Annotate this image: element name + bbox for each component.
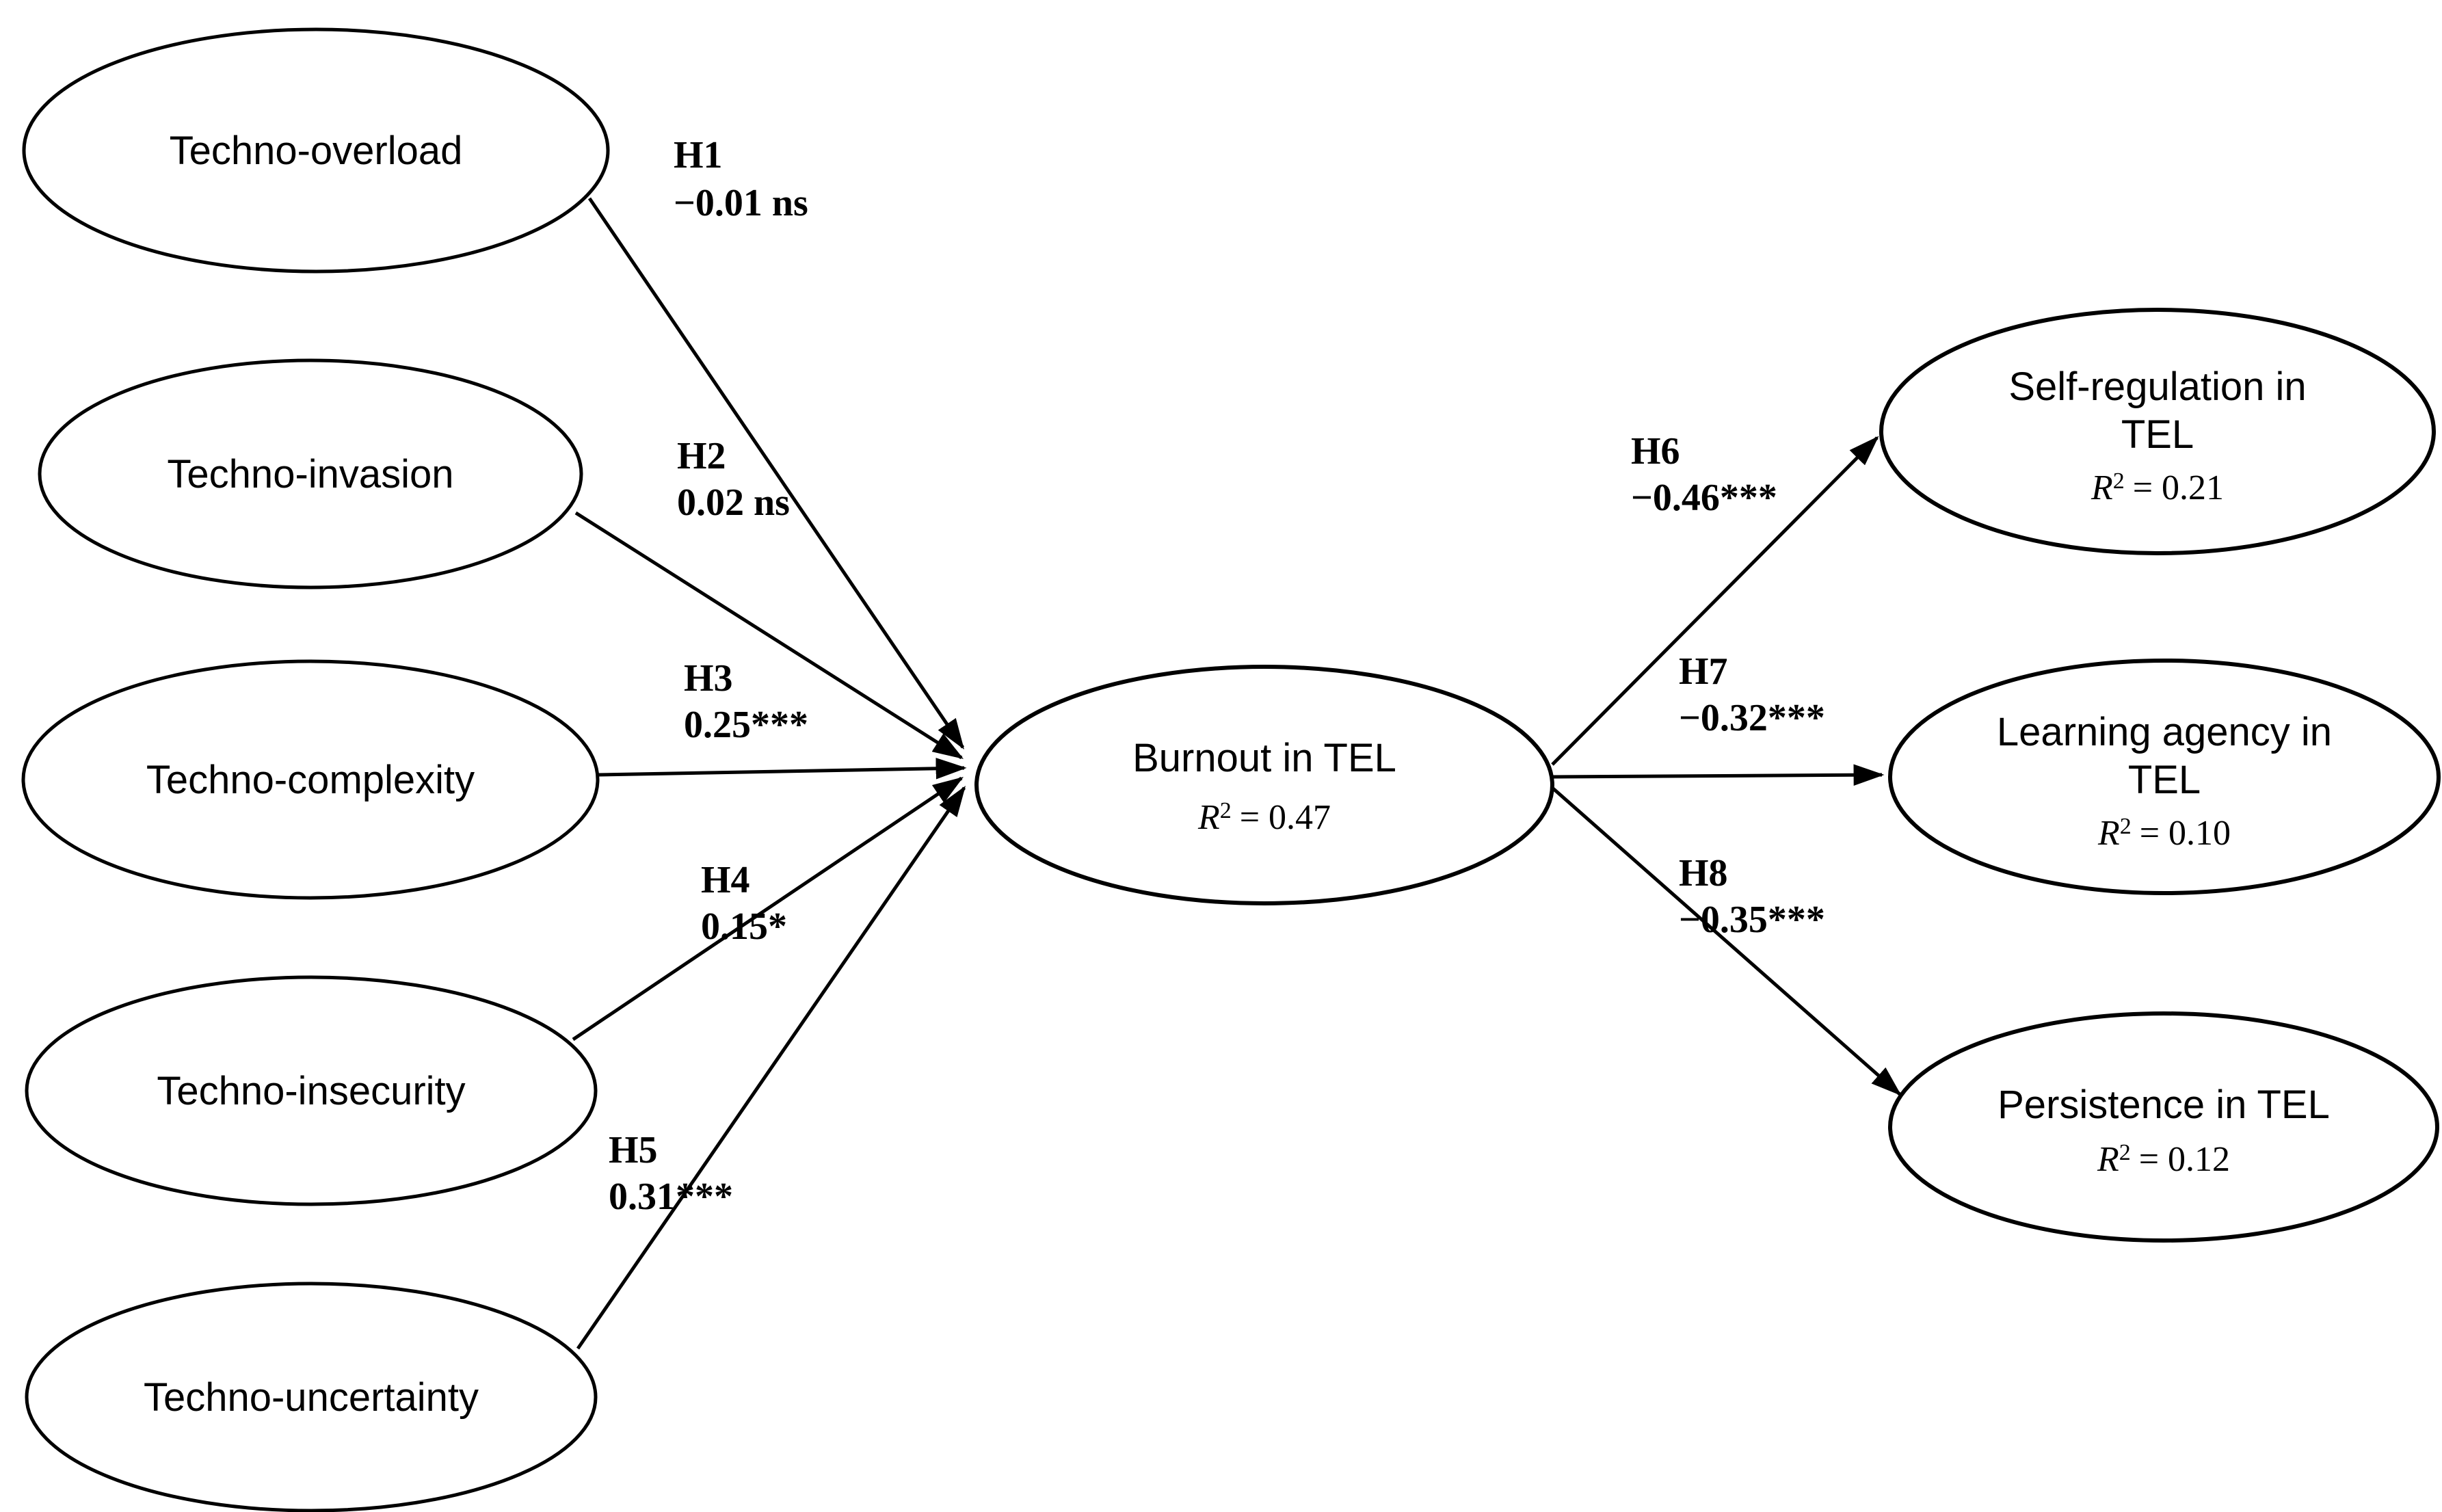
path-h6-arrow xyxy=(1551,436,1879,766)
path-h7-hypothesis-label: H7 xyxy=(1679,650,1728,693)
r-superscript: 2 xyxy=(2113,468,2125,494)
path-h8-hypothesis-label: H8 xyxy=(1679,852,1728,894)
r-superscript: 2 xyxy=(2119,1140,2131,1165)
node-techno-insecurity-label: Techno-insecurity xyxy=(157,1069,465,1113)
node-techno-invasion-label: Techno-invasion xyxy=(167,452,453,496)
path-h3-arrow xyxy=(598,758,967,780)
node-self-regulation-label-line1: Self-regulation in xyxy=(2008,364,2306,409)
path-h7-coefficient-label: −0.32*** xyxy=(1679,697,1825,739)
node-self-regulation-r2: R2 = 0.21 xyxy=(2091,468,2224,507)
node-persistence-label-line1: Persistence in TEL xyxy=(1998,1083,2330,1127)
node-learning-agency-label-line2: TEL xyxy=(2128,758,2201,802)
r-superscript: 2 xyxy=(1220,798,1232,823)
path-h5-arrow xyxy=(576,786,966,1350)
path-h8-coefficient-label: −0.35*** xyxy=(1679,899,1825,941)
path-h4-hypothesis-label: H4 xyxy=(701,859,750,901)
node-techno-complexity-ellipse xyxy=(21,659,600,900)
path-h2-coefficient-label: 0.02 ns xyxy=(677,481,790,524)
path-h5-coefficient-label: 0.31*** xyxy=(609,1176,733,1218)
path-h2-hypothesis-label: H2 xyxy=(677,435,726,477)
node-burnout-label: Burnout in TEL xyxy=(1132,736,1396,780)
path-h3-coefficient-label: 0.25*** xyxy=(684,704,808,746)
node-self-regulation-label-line2: TEL xyxy=(2121,412,2194,457)
path-h6-hypothesis-label: H6 xyxy=(1631,430,1680,473)
path-h3-hypothesis-label: H3 xyxy=(684,657,733,700)
path-h2-arrow xyxy=(574,511,964,760)
r2-value: = 0.21 xyxy=(2133,468,2224,507)
node-learning-agency-ellipse xyxy=(1888,659,2441,895)
node-burnout-ellipse xyxy=(974,665,1554,905)
path-h1-hypothesis-label: H1 xyxy=(674,134,723,176)
r-symbol: R xyxy=(1197,798,1220,837)
node-techno-overload-ellipse xyxy=(22,27,610,274)
node-self-regulation-ellipse xyxy=(1879,308,2436,555)
node-persistence-ellipse xyxy=(1888,1011,2439,1243)
path-h8-arrow xyxy=(1551,786,1902,1096)
node-techno-insecurity-ellipse xyxy=(25,975,598,1206)
r2-value: = 0.47 xyxy=(1240,798,1331,837)
node-learning-agency-label-line1: Learning agency in xyxy=(1997,710,2332,754)
r-symbol: R xyxy=(2091,468,2113,507)
node-persistence-r2: R2 = 0.12 xyxy=(2097,1140,2230,1179)
node-techno-overload-label: Techno-overload xyxy=(170,129,463,173)
r-symbol: R xyxy=(2097,1140,2119,1179)
path-h4-coefficient-label: 0.15* xyxy=(701,905,787,948)
r2-value: = 0.10 xyxy=(2140,814,2231,853)
node-techno-invasion-ellipse xyxy=(38,358,583,589)
r-symbol: R xyxy=(2097,814,2120,853)
r-superscript: 2 xyxy=(2120,814,2132,839)
r2-value: = 0.12 xyxy=(2139,1140,2230,1179)
path-h1-coefficient-label: −0.01 ns xyxy=(674,182,808,224)
node-techno-complexity-label: Techno-complexity xyxy=(146,758,475,802)
node-techno-uncertainty-label: Techno-uncertainty xyxy=(144,1375,479,1420)
path-h7-arrow xyxy=(1552,764,1885,786)
path-h4-arrow xyxy=(572,776,964,1042)
node-techno-uncertainty-ellipse xyxy=(25,1282,598,1512)
node-learning-agency-r2: R2 = 0.10 xyxy=(2097,814,2231,853)
node-burnout-r2: R2 = 0.47 xyxy=(1197,798,1331,837)
path-h1-arrow xyxy=(587,197,965,750)
path-h6-coefficient-label: −0.46*** xyxy=(1631,477,1777,519)
path-h5-hypothesis-label: H5 xyxy=(609,1129,658,1171)
